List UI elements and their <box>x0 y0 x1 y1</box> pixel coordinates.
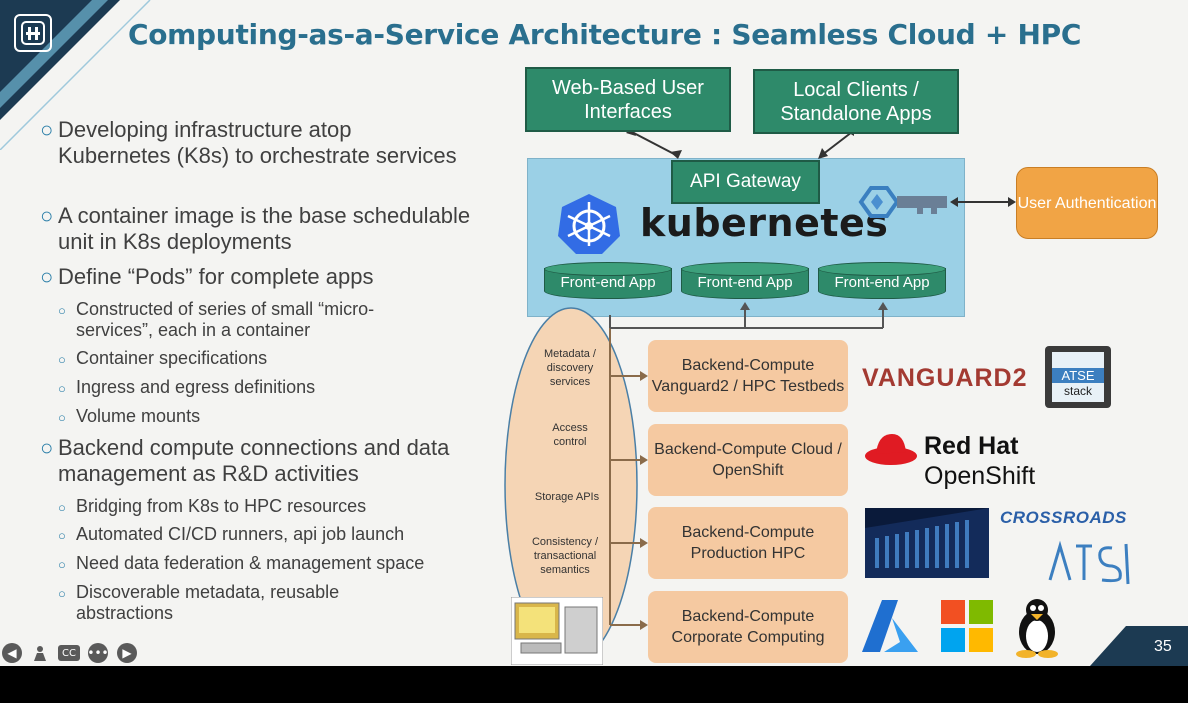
oval-label-consistency: Consistency / transactional semantics <box>531 536 599 576</box>
slide: Computing-as-a-Service Architecture : Se… <box>0 0 1188 666</box>
sub-bullet-text: Constructed of series of small “micro-se… <box>76 299 375 340</box>
oval-label-access: Access control <box>552 422 588 448</box>
frontend-app-label: Front-end App <box>834 274 930 291</box>
sub-bullet-3-4: ○Volume mounts <box>58 406 458 427</box>
atse-label: ATSE <box>1052 368 1104 383</box>
azure-icon <box>862 600 918 652</box>
bullet-3-text: Define “Pods” for complete apps <box>58 264 374 289</box>
sub-bullet-text: Volume mounts <box>76 406 201 426</box>
arrow-left-icon[interactable]: ◀ <box>2 643 22 663</box>
atse-chip: ATSE stack <box>1045 346 1111 408</box>
redhat-icon <box>865 434 917 465</box>
bullet-4: ○Backend compute connections and data ma… <box>40 435 500 487</box>
sub-bullet-4-1: ○Bridging from K8s to HPC resources <box>58 496 498 517</box>
openshift-wordmark: OpenShift <box>924 462 1036 490</box>
sub-bullet-text: Container specifications <box>76 348 268 368</box>
bullet-3: ○Define “Pods” for complete apps <box>40 264 500 290</box>
kubernetes-wordmark: kubernetes <box>640 201 889 245</box>
kubernetes-icon <box>558 194 620 254</box>
sub-bullet-text: Ingress and egress definitions <box>76 377 316 397</box>
user-authentication-box: User Authentication <box>1016 167 1158 239</box>
bullet-2-text: A container image is the base schedulabl… <box>58 203 471 254</box>
computer-icon <box>511 597 603 665</box>
bullet-2: ○A container image is the base schedulab… <box>40 203 500 255</box>
backend-openshift-box: Backend-Compute Cloud / OpenShift <box>648 424 848 496</box>
sandia-logo <box>14 14 52 52</box>
frontend-app-label: Front-end App <box>560 274 656 291</box>
backend-production-hpc-box: Backend-Compute Production HPC <box>648 507 848 579</box>
atse-sub-label: stack <box>1063 384 1092 398</box>
sub-bullet-text: Discoverable metadata, reusable abstract… <box>76 582 340 623</box>
frontend-app-label: Front-end App <box>697 274 793 291</box>
arrow-right-icon[interactable]: ▶ <box>117 643 137 663</box>
oval-label-storage: Storage APIs <box>534 491 600 503</box>
frontend-app-3: Front-end App <box>818 262 946 300</box>
sub-bullet-3-3: ○Ingress and egress definitions <box>58 377 458 398</box>
key-icon <box>858 186 947 218</box>
page-number-band <box>1090 626 1188 666</box>
oval-label-metadata: Metadata / discovery services <box>544 348 596 388</box>
api-gateway-box: API Gateway <box>671 160 820 204</box>
sub-bullet-text: Automated CI/CD runners, api job launch <box>76 524 405 544</box>
bullet-4-text: Backend compute connections and data man… <box>58 435 450 486</box>
windows-icon <box>941 600 993 652</box>
redhat-wordmark: Red Hat <box>924 432 1019 460</box>
closed-caption-icon[interactable]: CC <box>58 645 80 661</box>
frontend-app-1: Front-end App <box>544 262 672 300</box>
more-icon[interactable]: ••• <box>87 643 109 663</box>
backend-corporate-box: Backend-Compute Corporate Computing <box>648 591 848 663</box>
bullet-1: ○Developing infrastructure atop Kubernet… <box>40 117 460 169</box>
sub-bullet-4-2: ○Automated CI/CD runners, api job launch <box>58 524 498 545</box>
sub-bullet-4-4: ○Discoverable metadata, reusable abstrac… <box>58 582 418 624</box>
logo-icon <box>21 21 45 45</box>
sub-bullet-3-2: ○Container specifications <box>58 348 458 369</box>
crossroads-logo: CROSSROADS <box>1000 508 1127 527</box>
page-number: 35 <box>1154 638 1172 655</box>
sub-bullet-4-3: ○Need data federation & management space <box>58 553 498 574</box>
ats2-logo-icon <box>1048 540 1130 585</box>
backend-vanguard-box: Backend-Compute Vanguard2 / HPC Testbeds <box>648 340 848 412</box>
presenter-icon[interactable] <box>30 643 50 663</box>
vanguard-logo: VANGUARD2 <box>862 364 1028 392</box>
hpc-cluster-image <box>865 508 989 578</box>
linux-tux-icon <box>1016 599 1058 658</box>
slide-title: Computing-as-a-Service Architecture : Se… <box>128 18 1082 51</box>
frontend-app-2: Front-end App <box>681 262 809 300</box>
web-ui-box: Web-Based User Interfaces <box>525 67 731 132</box>
local-clients-box: Local Clients / Standalone Apps <box>753 69 959 134</box>
sub-bullet-3-1: ○Constructed of series of small “micro-s… <box>58 299 438 341</box>
sub-bullet-text: Need data federation & management space <box>76 553 425 573</box>
bullet-1-text: Developing infrastructure atop Kubernete… <box>58 117 457 168</box>
sub-bullet-text: Bridging from K8s to HPC resources <box>76 496 367 516</box>
